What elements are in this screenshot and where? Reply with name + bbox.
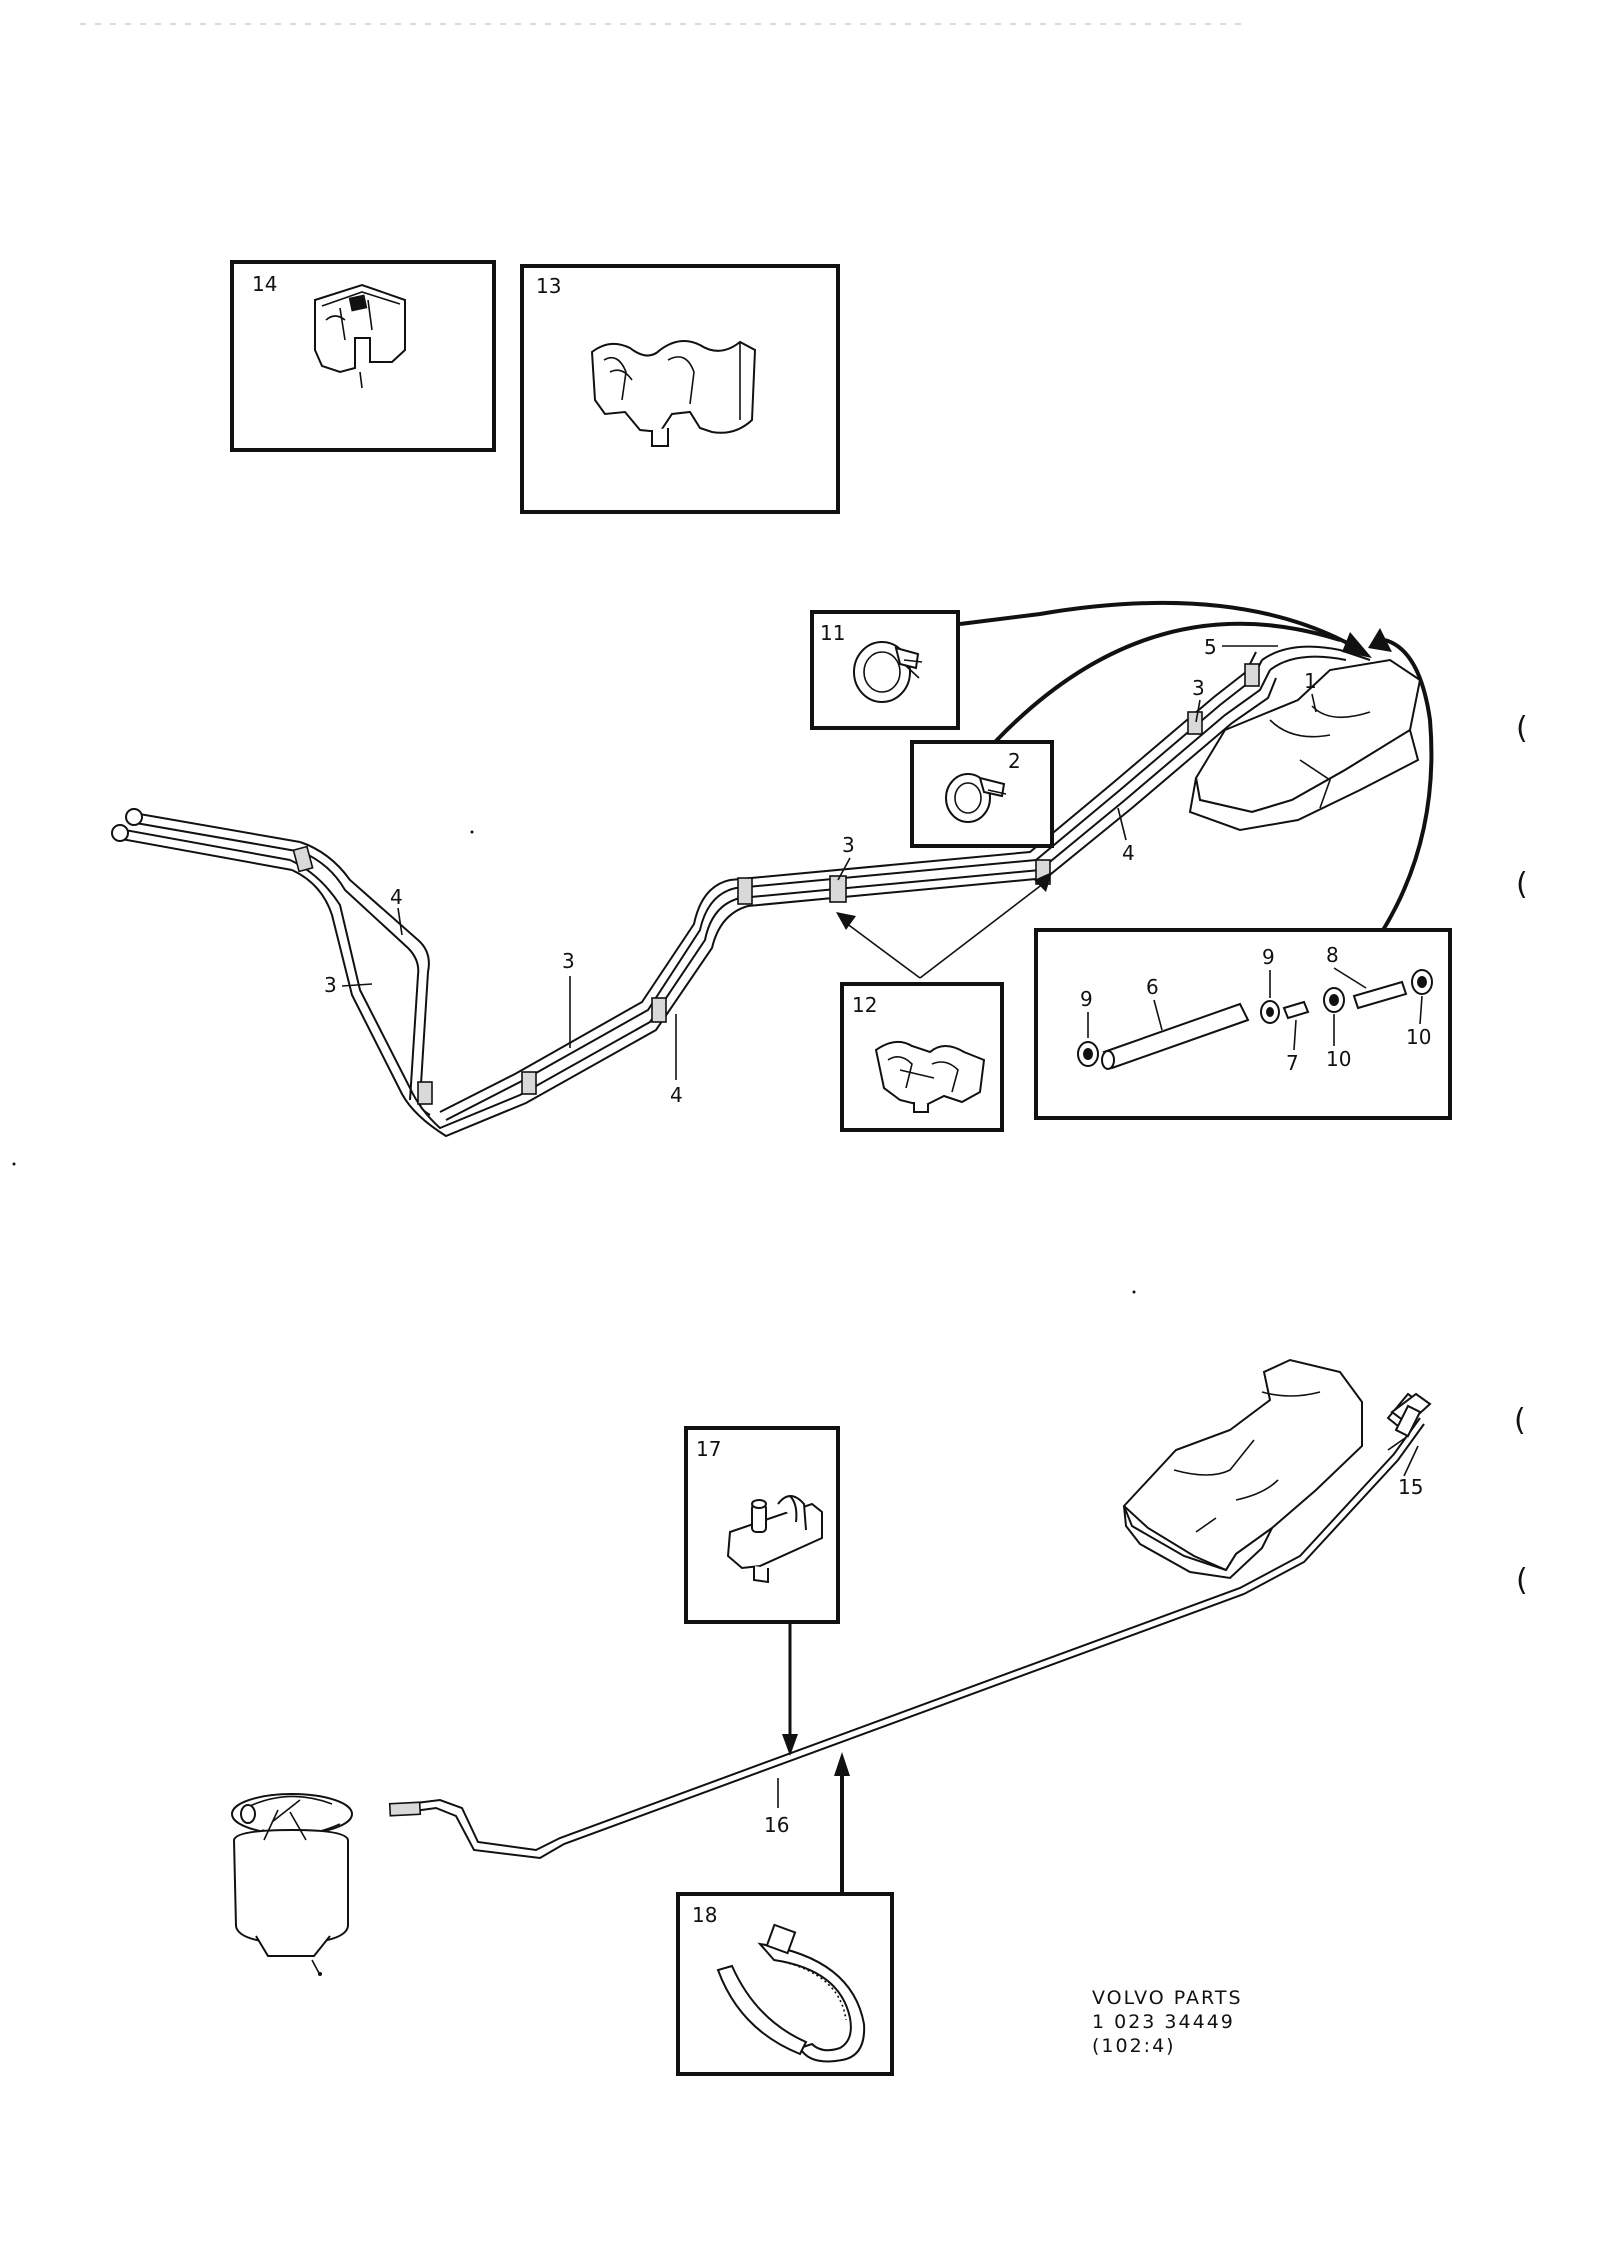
carbon-canister-icon	[231, 1793, 353, 1976]
reference-arrows	[836, 600, 1434, 979]
inset-hose-kit: 9 6 9 7 8 10 10	[1034, 928, 1452, 1120]
callout-5: 5	[1204, 635, 1217, 659]
callout-3-mid: 3	[562, 949, 575, 973]
callout-9-right: 9	[1262, 945, 1275, 969]
callout-6: 6	[1146, 975, 1159, 999]
fuel-tank-top	[1188, 658, 1422, 832]
fuel-line-routing	[111, 645, 1422, 1138]
nut-9-left-icon	[1077, 1041, 1099, 1067]
callout-4-left: 4	[390, 885, 403, 909]
hose-kit-parts	[1077, 969, 1433, 1070]
callout-3-left: 3	[324, 973, 337, 997]
callout-18: 18	[692, 1903, 717, 1927]
middle-callouts: 4 3 3 4 3 4 3 5 1	[324, 635, 1317, 1107]
cable-tie-18-icon	[716, 1923, 866, 2063]
nut-9-right-icon	[1260, 1000, 1280, 1024]
callout-7: 7	[1286, 1051, 1299, 1075]
inset-clip-18: 18	[676, 1892, 894, 2076]
footer-ref: (102:4)	[1092, 2035, 1176, 2057]
margin-marks: ( ( ( (	[1514, 711, 1528, 1598]
margin-mark-2: (	[1516, 867, 1528, 902]
inset-clip-13: 13	[520, 264, 840, 514]
callout-10-right: 10	[1406, 1025, 1431, 1049]
pin-clip-17-icon	[726, 1495, 823, 1584]
callout-14: 14	[252, 272, 277, 296]
double-clip-icon	[590, 340, 757, 447]
hose-6-icon	[1101, 1002, 1250, 1070]
vent-valve-15-icon	[1390, 1392, 1432, 1438]
callout-13: 13	[536, 274, 561, 298]
margin-mark-3: (	[1514, 1403, 1526, 1438]
single-clip-icon	[314, 283, 406, 389]
margin-mark-1: (	[1516, 711, 1528, 746]
footer-brand: VOLVO PARTS	[1092, 1987, 1243, 2009]
margin-mark-4: (	[1516, 1563, 1528, 1598]
callout-4-mid: 4	[670, 1083, 683, 1107]
callout-1: 1	[1304, 669, 1317, 693]
callout-12: 12	[852, 993, 877, 1017]
callout-3-right: 3	[842, 833, 855, 857]
lower-reference-arrows	[782, 1622, 850, 1894]
lower-callouts: 15 16	[764, 1445, 1423, 1837]
footer-number: 1 023 34449	[1092, 2011, 1235, 2033]
callout-2: 2	[1008, 749, 1021, 773]
callout-10-mid: 10	[1326, 1047, 1351, 1071]
fuel-tank-lower	[1122, 1358, 1363, 1580]
hose-8-icon	[1352, 980, 1408, 1010]
inset-clip-11: 11	[810, 610, 960, 730]
part-number-footer: VOLVO PARTS 1 023 34449 (102:4)	[1092, 1987, 1243, 2057]
quad-clip-icon	[874, 1040, 986, 1113]
callout-4-right: 4	[1122, 841, 1135, 865]
nut-10-right-icon	[1411, 969, 1433, 995]
hose-clamp-11-icon	[853, 641, 923, 703]
callout-3-tank: 3	[1192, 676, 1205, 700]
nut-10-mid-icon	[1323, 987, 1345, 1013]
inset-clip-17: 17	[684, 1426, 840, 1624]
hose-clamp-2-icon	[945, 773, 1007, 823]
inset-clip-14: 14	[230, 260, 496, 452]
sleeve-7-icon	[1282, 1000, 1310, 1020]
callout-16: 16	[764, 1813, 789, 1837]
callout-11: 11	[820, 621, 845, 645]
callout-15: 15	[1398, 1475, 1423, 1499]
callout-9-left: 9	[1080, 987, 1093, 1011]
inset-clip-2: 2	[910, 740, 1054, 848]
inset-clip-12: 12	[840, 982, 1004, 1132]
callout-8: 8	[1326, 943, 1339, 967]
callout-17: 17	[696, 1437, 721, 1461]
vent-line-routing	[231, 1358, 1432, 1976]
